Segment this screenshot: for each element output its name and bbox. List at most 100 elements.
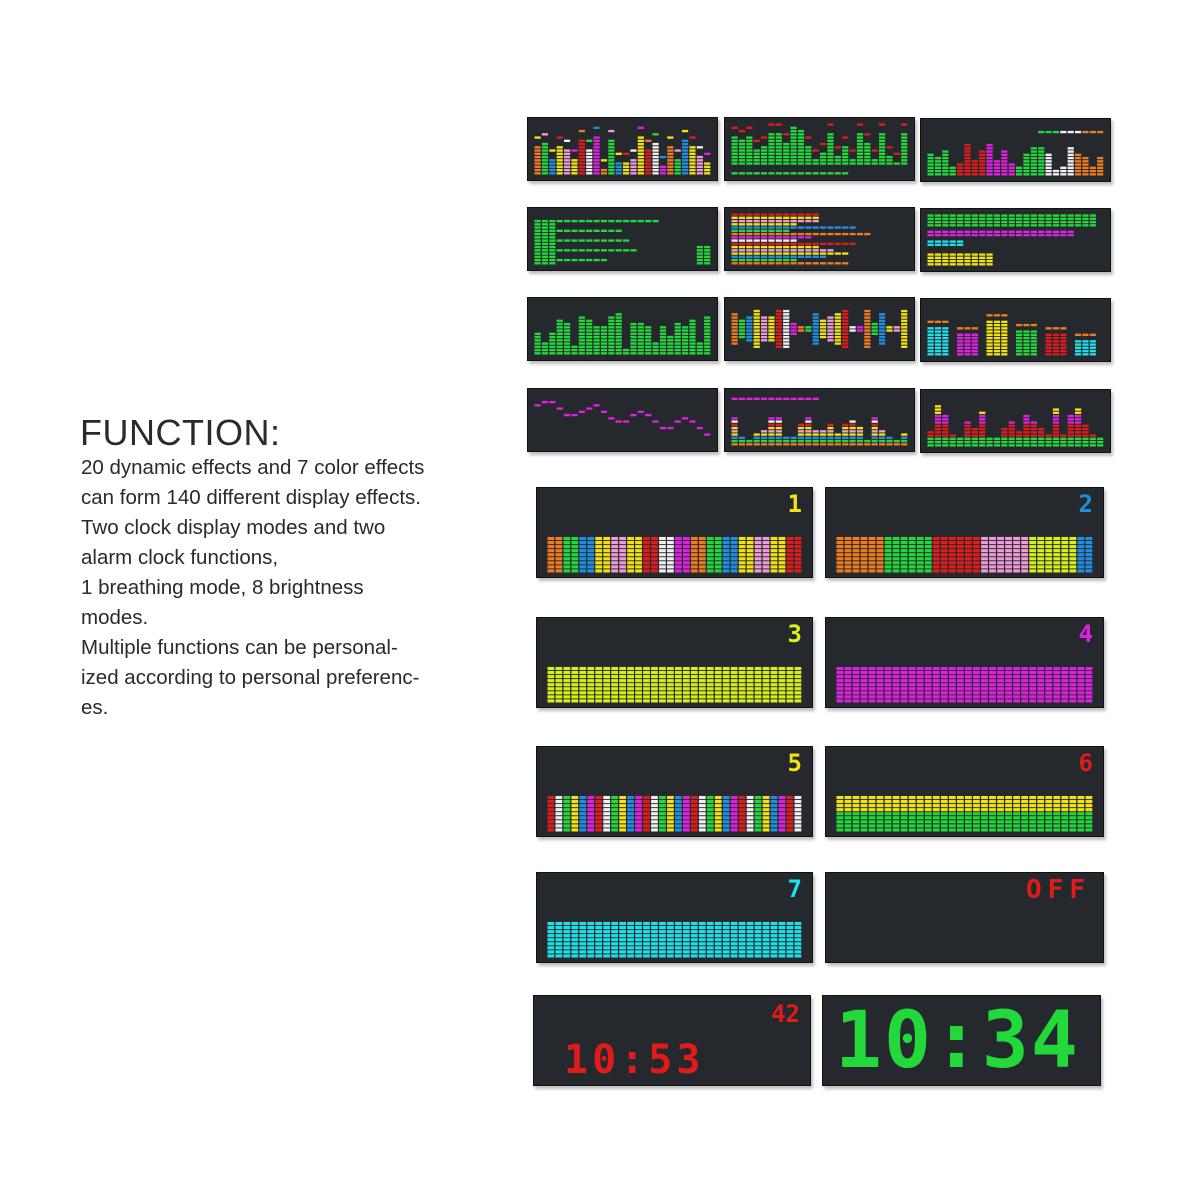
led bbox=[1077, 549, 1085, 553]
led bbox=[635, 536, 642, 541]
led bbox=[1045, 816, 1053, 820]
led bbox=[746, 332, 753, 335]
led bbox=[797, 236, 805, 239]
led bbox=[761, 433, 768, 436]
led bbox=[1045, 349, 1052, 353]
led bbox=[981, 541, 988, 545]
led bbox=[1045, 812, 1053, 816]
led bbox=[879, 319, 886, 322]
led bbox=[973, 691, 980, 695]
led bbox=[892, 795, 900, 800]
led bbox=[1085, 828, 1093, 832]
led bbox=[986, 440, 993, 444]
led bbox=[611, 687, 619, 691]
led bbox=[1052, 408, 1060, 411]
led bbox=[1016, 431, 1023, 434]
led bbox=[836, 671, 844, 675]
led bbox=[834, 332, 841, 335]
led bbox=[652, 219, 659, 223]
led bbox=[965, 569, 972, 573]
led bbox=[934, 434, 942, 437]
led bbox=[571, 812, 579, 816]
led bbox=[790, 262, 797, 265]
led bbox=[1005, 691, 1012, 695]
led bbox=[1001, 220, 1008, 224]
led bbox=[600, 410, 608, 413]
led bbox=[973, 820, 980, 824]
led bbox=[714, 549, 722, 553]
led bbox=[900, 536, 908, 541]
led bbox=[706, 828, 714, 832]
led bbox=[652, 342, 659, 345]
led bbox=[1077, 679, 1085, 683]
led bbox=[696, 159, 703, 162]
led bbox=[595, 946, 603, 950]
led bbox=[934, 424, 942, 427]
led bbox=[706, 926, 714, 930]
led bbox=[834, 326, 841, 329]
led bbox=[971, 166, 978, 169]
led bbox=[932, 800, 940, 804]
led bbox=[797, 439, 805, 443]
description-line: Multiple functions can be personal- bbox=[81, 636, 398, 659]
led bbox=[675, 561, 682, 565]
led bbox=[971, 346, 978, 349]
led bbox=[783, 242, 790, 245]
led bbox=[731, 433, 738, 436]
led bbox=[868, 691, 876, 695]
led bbox=[1089, 169, 1096, 173]
led bbox=[579, 820, 587, 824]
led bbox=[675, 675, 682, 679]
led bbox=[541, 352, 549, 355]
led bbox=[706, 921, 714, 926]
led bbox=[762, 683, 770, 687]
led bbox=[696, 155, 703, 159]
led bbox=[783, 142, 790, 146]
led bbox=[753, 149, 760, 152]
led bbox=[595, 828, 603, 832]
led bbox=[690, 938, 698, 942]
led bbox=[547, 926, 555, 930]
led bbox=[790, 216, 797, 219]
led bbox=[1082, 217, 1089, 220]
led bbox=[1052, 220, 1060, 224]
led bbox=[563, 553, 571, 557]
led bbox=[762, 561, 770, 565]
led bbox=[1005, 687, 1012, 691]
led bbox=[908, 699, 916, 703]
led bbox=[595, 824, 603, 828]
effect-panel bbox=[527, 207, 718, 271]
led bbox=[587, 553, 595, 557]
led bbox=[916, 541, 924, 545]
led bbox=[753, 332, 760, 335]
led bbox=[901, 162, 908, 165]
led bbox=[674, 326, 681, 329]
led bbox=[868, 561, 876, 565]
led bbox=[892, 671, 900, 675]
led bbox=[611, 942, 619, 946]
led bbox=[1077, 824, 1085, 828]
led bbox=[1053, 800, 1061, 804]
led bbox=[682, 687, 690, 691]
led bbox=[786, 671, 794, 675]
led bbox=[682, 549, 690, 553]
led bbox=[1008, 214, 1015, 217]
led bbox=[836, 800, 844, 804]
led bbox=[1089, 220, 1096, 224]
led bbox=[884, 545, 892, 549]
led bbox=[541, 258, 549, 262]
led bbox=[812, 322, 819, 326]
led bbox=[805, 159, 812, 162]
led bbox=[956, 569, 964, 573]
led bbox=[836, 804, 844, 808]
led bbox=[549, 262, 556, 265]
led bbox=[1082, 343, 1089, 346]
led bbox=[627, 699, 634, 703]
led bbox=[794, 561, 802, 565]
led bbox=[1045, 695, 1053, 699]
led bbox=[852, 569, 860, 573]
led bbox=[932, 666, 940, 671]
led bbox=[587, 812, 595, 816]
led bbox=[738, 232, 746, 236]
led-matrix bbox=[927, 130, 1104, 176]
